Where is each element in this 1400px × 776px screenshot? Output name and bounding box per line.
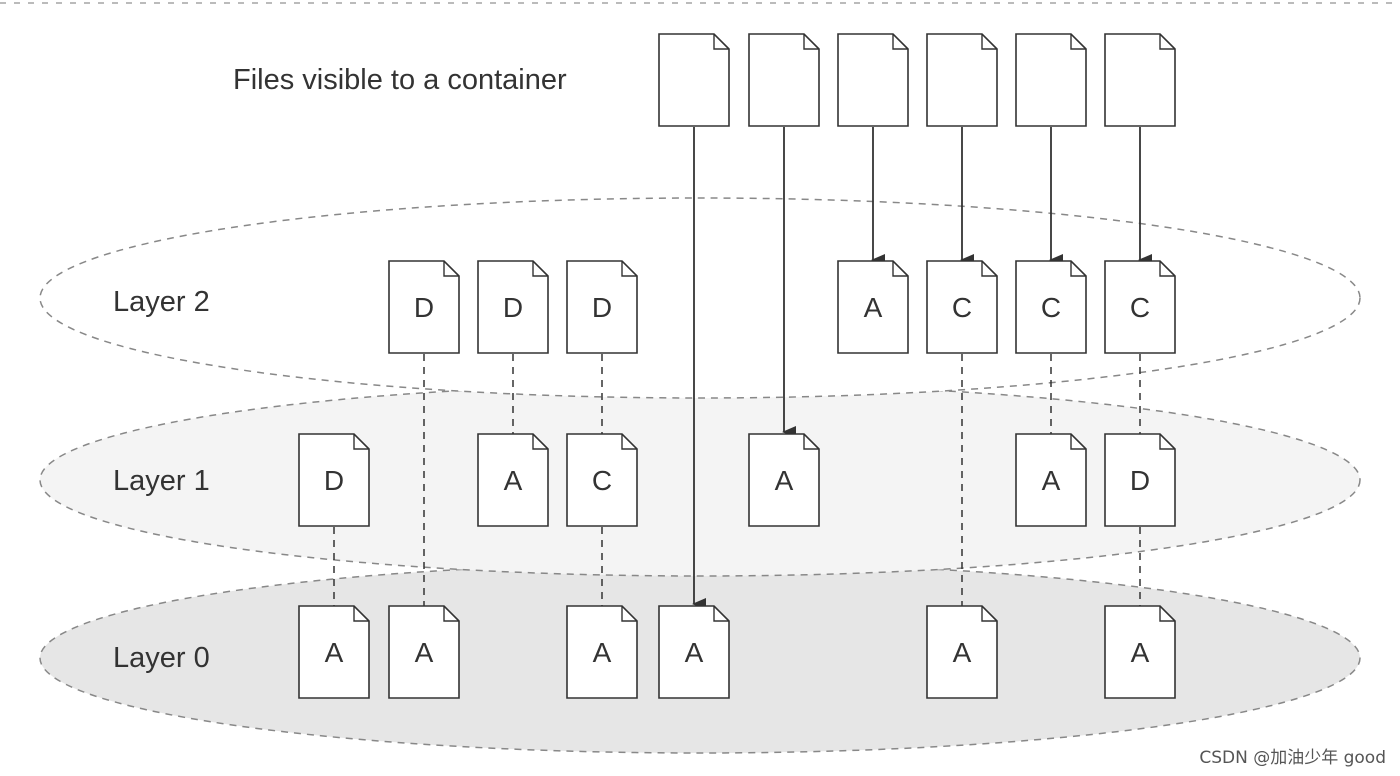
layer0-file-icon: A (926, 605, 998, 699)
layer2-file-icon: D (477, 260, 549, 354)
file-letter: D (414, 292, 434, 323)
layer-0-label: Layer 0 (113, 642, 210, 674)
watermark: CSDN @加油少年 good (1199, 748, 1386, 768)
file-letter: C (952, 292, 972, 323)
layer2-file-icon: C (1015, 260, 1087, 354)
container-file-icon (748, 33, 820, 127)
file-letter: D (503, 292, 523, 323)
layer0-file-icon: A (298, 605, 370, 699)
file-icons: D D D A C C C D A C A A D A A A A A A (298, 33, 1176, 699)
layer1-file-icon: A (748, 433, 820, 527)
layer0-file-icon: A (658, 605, 730, 699)
layer0-file-icon: A (1104, 605, 1176, 699)
container-file-icon (926, 33, 998, 127)
file-letter: A (1131, 637, 1150, 668)
layer2-file-icon: C (926, 260, 998, 354)
file-letter: D (1130, 465, 1150, 496)
file-letter: A (775, 465, 794, 496)
layer0-file-icon: A (388, 605, 460, 699)
file-letter: D (324, 465, 344, 496)
file-letter: A (593, 637, 612, 668)
layer1-file-icon: D (298, 433, 370, 527)
file-letter: A (685, 637, 704, 668)
file-letter: A (864, 292, 883, 323)
resolution-arrows (692, 127, 1152, 610)
container-file-icon (837, 33, 909, 127)
layer1-file-icon: C (566, 433, 638, 527)
file-letter: A (1042, 465, 1061, 496)
container-files-label: Files visible to a container (233, 64, 567, 96)
file-letter: A (504, 465, 523, 496)
layer-2-label: Layer 2 (113, 286, 210, 318)
container-file-icon (1015, 33, 1087, 127)
container-file-icon (1104, 33, 1176, 127)
layer0-file-icon: A (566, 605, 638, 699)
layer2-file-icon: A (837, 260, 909, 354)
file-letter: C (592, 465, 612, 496)
file-letter: A (415, 637, 434, 668)
layer1-file-icon: A (1015, 433, 1087, 527)
layer-1-ellipse (39, 383, 1361, 577)
file-letter: D (592, 292, 612, 323)
file-letter: A (953, 637, 972, 668)
layer-1-label: Layer 1 (113, 465, 210, 497)
file-letter: C (1041, 292, 1061, 323)
file-letter: C (1130, 292, 1150, 323)
layer2-file-icon: D (566, 260, 638, 354)
layer1-file-icon: D (1104, 433, 1176, 527)
container-file-icon (658, 33, 730, 127)
layer-connectors (333, 354, 1141, 606)
layer2-file-icon: C (1104, 260, 1176, 354)
layer1-file-icon: A (477, 433, 549, 527)
layer2-file-icon: D (388, 260, 460, 354)
file-letter: A (325, 637, 344, 668)
